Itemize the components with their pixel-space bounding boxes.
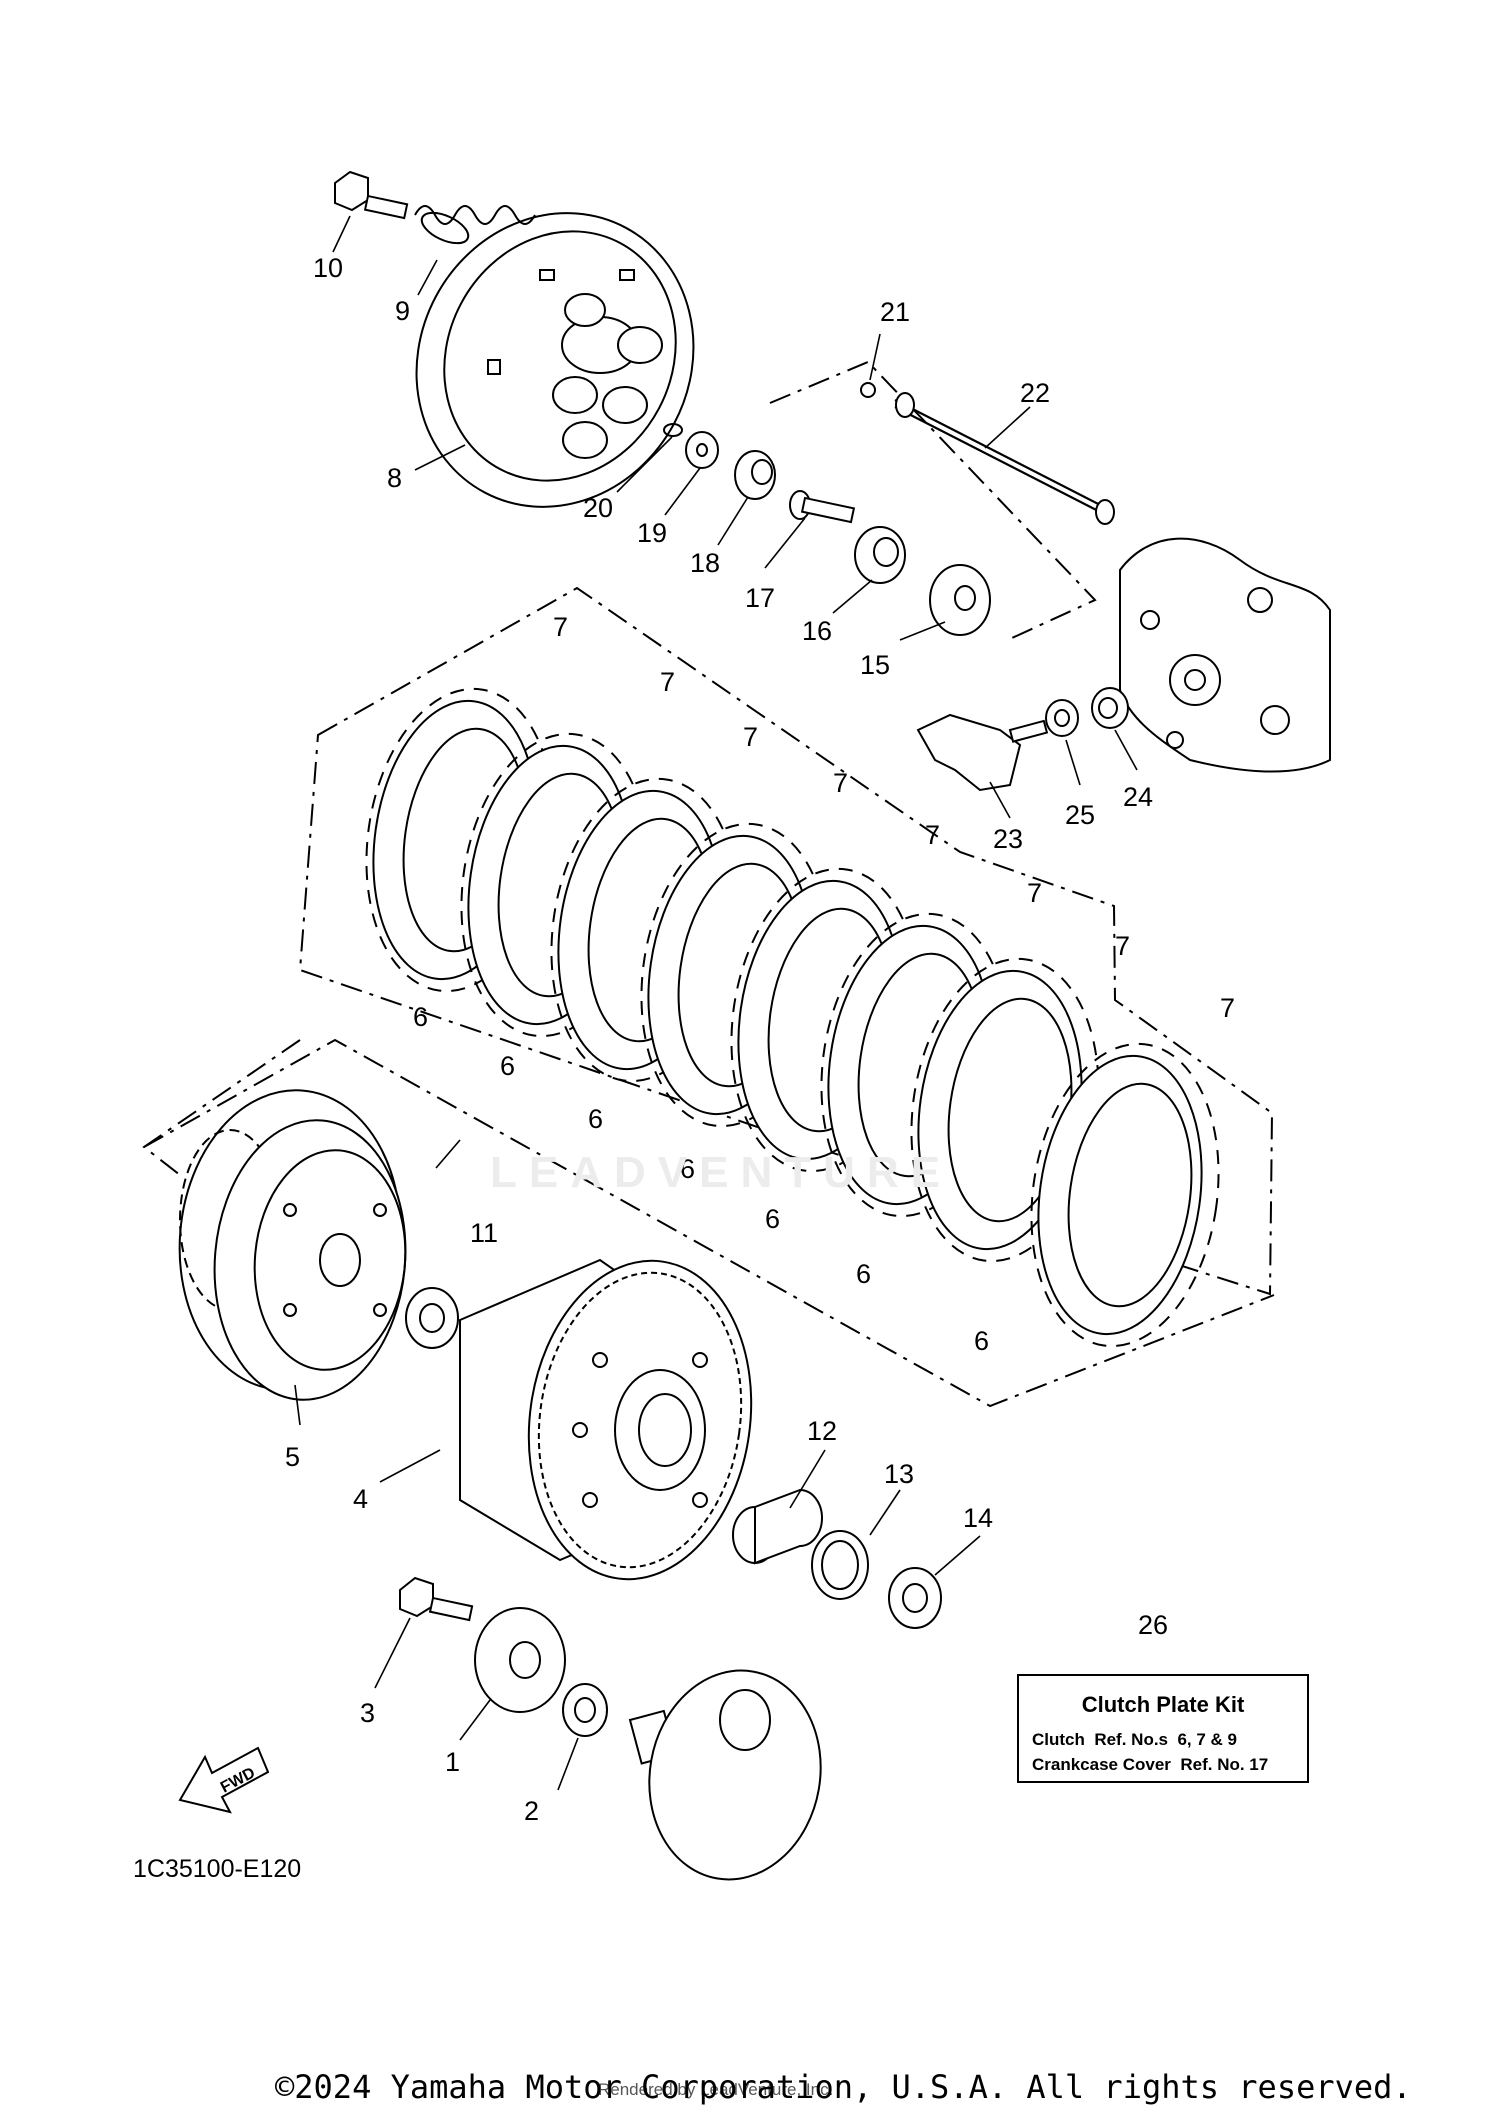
primary-drive-gear-1 <box>474 1607 566 1713</box>
callout-10: 10 <box>313 253 343 283</box>
bearing-18 <box>734 450 776 500</box>
pressure-plate <box>415 212 695 508</box>
callout-8: 8 <box>387 463 402 493</box>
callout-15: 15 <box>860 650 890 680</box>
callout-1: 1 <box>445 1747 460 1777</box>
callout-2: 2 <box>524 1796 539 1826</box>
callout-6c: 6 <box>588 1104 603 1134</box>
callout-6f: 6 <box>856 1259 871 1289</box>
callout-16: 16 <box>802 616 832 646</box>
callout-23: 23 <box>993 824 1023 854</box>
callout-numbers: 10 9 8 20 19 18 17 16 15 21 22 23 25 24 … <box>285 253 1235 1826</box>
kit-line-clutch: Clutch Ref. No.s 6, 7 & 9 <box>1032 1730 1237 1749</box>
callout-7f: 7 <box>1027 878 1042 908</box>
kit-title: Clutch Plate Kit <box>1081 1692 1245 1717</box>
collar-25 <box>1045 699 1079 737</box>
callout-7g: 7 <box>1115 931 1130 961</box>
clutch-housing <box>459 1258 753 1581</box>
basket-group-frame <box>143 1038 1275 1408</box>
friction-plate <box>1030 1042 1220 1348</box>
callout-25: 25 <box>1065 800 1095 830</box>
lever-plate-15 <box>929 564 991 636</box>
callout-17: 17 <box>745 583 775 613</box>
callout-6g: 6 <box>974 1326 989 1356</box>
callout-13: 13 <box>884 1459 914 1489</box>
callout-11: 11 <box>470 1218 498 1248</box>
push-rod-22 <box>894 392 1115 525</box>
circlip <box>663 423 683 437</box>
washer-19 <box>685 431 719 469</box>
clutch-boss <box>178 1089 407 1401</box>
callout-7a: 7 <box>553 612 568 642</box>
crankshaft <box>628 1669 822 1881</box>
needle-bearing-13 <box>811 1530 869 1600</box>
forward-arrow-icon: FWD <box>178 1746 270 1814</box>
callout-19: 19 <box>637 518 667 548</box>
leader-lines <box>294 215 1138 1791</box>
pushrod-group-frame <box>769 360 1097 639</box>
clutch-plate-stack <box>365 687 1220 1348</box>
callout-7d: 7 <box>833 768 848 798</box>
clutch-plate-kit-box: Clutch Plate Kit Clutch Ref. No.s 6, 7 &… <box>1017 1674 1309 1783</box>
kit-line-crankcase-cover: Crankcase Cover Ref. No. 17 <box>1032 1755 1269 1774</box>
callout-6e: 6 <box>765 1204 780 1234</box>
rendered-by-text: Rendered by LeadVenture, Inc. <box>598 2080 834 2099</box>
callout-14: 14 <box>963 1503 993 1533</box>
callout-12: 12 <box>807 1416 837 1446</box>
callout-6d: 6 <box>680 1154 695 1184</box>
pressure-plate-bolt <box>334 170 409 220</box>
callout-20: 20 <box>583 493 613 523</box>
callout-21: 21 <box>880 297 910 327</box>
callout-4: 4 <box>353 1484 368 1514</box>
collar-2 <box>562 1683 608 1737</box>
callout-7e: 7 <box>925 820 940 850</box>
push-rod-17 <box>789 490 856 524</box>
collar-12 <box>732 1488 823 1565</box>
callout-26: 26 <box>1138 1610 1168 1640</box>
thrust-washer-11 <box>405 1287 459 1349</box>
callout-7h: 7 <box>1220 993 1235 1023</box>
bearing-24 <box>1091 687 1129 729</box>
callout-6a: 6 <box>413 1002 428 1032</box>
callout-6b: 6 <box>500 1051 515 1081</box>
diagram-code: 1C35100-E120 <box>133 1855 302 1883</box>
clutch-spring <box>414 205 536 245</box>
thrust-washer-14 <box>888 1567 942 1629</box>
watermark-text: LEADVENTURE <box>490 1148 953 1197</box>
ball-21 <box>860 382 876 398</box>
clutch-lever-23 <box>916 713 1049 792</box>
callout-3: 3 <box>360 1698 375 1728</box>
callout-24: 24 <box>1123 782 1153 812</box>
callout-7b: 7 <box>660 667 675 697</box>
callout-22: 22 <box>1020 378 1050 408</box>
callout-18: 18 <box>690 548 720 578</box>
drive-gear-bolt-3 <box>399 1576 474 1622</box>
callout-7c: 7 <box>743 722 758 752</box>
crankcase-cover <box>1119 537 1331 773</box>
copyright-text: ©2024 Yamaha Motor Corporation, U.S.A. A… <box>275 2068 1412 2106</box>
oil-seal-16 <box>854 526 906 584</box>
callout-9: 9 <box>395 296 410 326</box>
callout-5: 5 <box>285 1442 300 1472</box>
